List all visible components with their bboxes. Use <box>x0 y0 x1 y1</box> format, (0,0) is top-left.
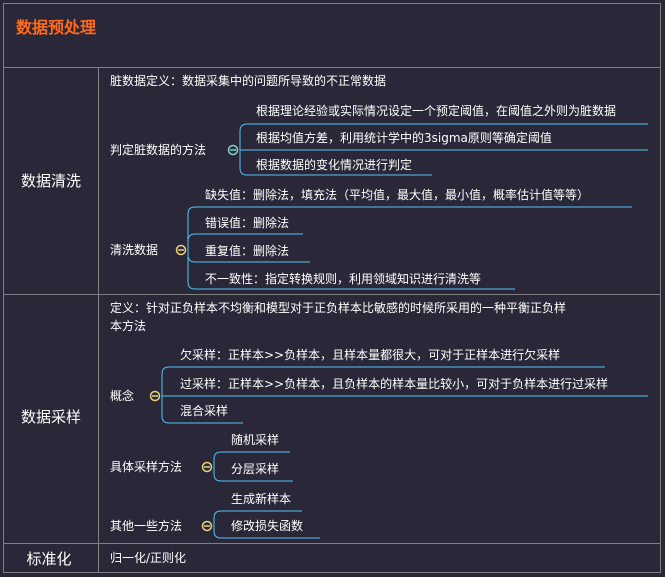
normalization-content: 归一化/正则化 <box>110 551 187 565</box>
divider-sampling <box>3 543 661 544</box>
method-item: 根据数据的变化情况进行判定 <box>256 158 413 172</box>
concept-item: 过采样：正样本>>负样本，且负样本的样本量比较小，可对于负样本进行过采样 <box>180 377 609 391</box>
section-label-normalization: 标准化 <box>26 550 72 568</box>
sampling-definition-line2: 本方法 <box>110 319 147 333</box>
sampling-definition-line1: 定义：针对正负样本不均衡和模型对于正负样本比敏感的时候所采用的一种平衡正负样 <box>110 301 567 315</box>
method-label: 判定脏数据的方法 <box>110 143 207 157</box>
others-label: 其他一些方法 <box>110 519 183 533</box>
clean-item: 重复值：删除法 <box>205 244 290 258</box>
others-item: 修改损失函数 <box>231 519 304 533</box>
concept-item: 欠采样：正样本>>负样本，且样本量都很大，可对于正样本进行欠采样 <box>180 348 561 362</box>
method-item: 根据理论经验或实际情况设定一个预定阈值，在阈值之外则为脏数据 <box>256 104 617 118</box>
clean-item: 不一致性：指定转换规则，利用领域知识进行清洗等 <box>205 272 482 286</box>
clean-label: 清洗数据 <box>110 243 159 257</box>
divider-cleaning <box>3 294 661 295</box>
clean-item: 缺失值：删除法，填充法（平均值，最大值，最小值，概率估计值等等） <box>205 188 590 202</box>
clean-item: 错误值：删除法 <box>205 216 290 230</box>
column-divider <box>98 67 99 573</box>
others-item: 生成新样本 <box>231 492 292 506</box>
concept-item: 混合采样 <box>180 404 229 418</box>
page-title: 数据预处理 <box>16 18 97 37</box>
cleaning-definition: 脏数据定义：数据采集中的问题所导致的不正常数据 <box>110 74 387 88</box>
section-label-sampling: 数据采样 <box>20 408 81 426</box>
table-frame <box>3 3 661 573</box>
methods-item: 分层采样 <box>231 462 280 476</box>
methods-label: 具体采样方法 <box>110 460 183 474</box>
divider-header <box>3 67 661 68</box>
methods-item: 随机采样 <box>231 433 280 447</box>
section-label-cleaning: 数据清洗 <box>20 172 81 190</box>
concept-label: 概念 <box>110 389 135 403</box>
method-item: 根据均值方差，利用统计学中的3sigma原则等确定阈值 <box>256 131 552 145</box>
